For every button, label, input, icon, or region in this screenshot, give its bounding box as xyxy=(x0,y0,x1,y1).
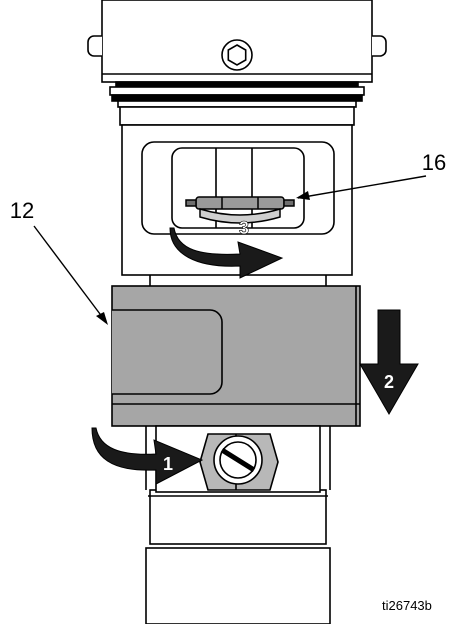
callout-16: 16 xyxy=(296,150,446,200)
flange-rings xyxy=(109,81,365,126)
rotate-arrow-1: 1 xyxy=(91,427,204,485)
sleeve xyxy=(111,285,361,427)
rotate-arrow-3: 3 xyxy=(169,218,284,279)
down-arrow-2: 2 xyxy=(359,309,419,415)
step-1-label: 1 xyxy=(163,454,173,474)
hex-socket-icon xyxy=(221,39,253,71)
figure-id: ti26743b xyxy=(382,598,432,613)
latch-clip xyxy=(185,196,295,224)
callout-12-label: 12 xyxy=(10,198,34,223)
callout-12: 12 xyxy=(10,198,108,325)
step-3-label: 3 xyxy=(239,218,249,238)
callout-16-label: 16 xyxy=(422,150,446,175)
step-2-label: 2 xyxy=(384,372,394,392)
hex-nut xyxy=(199,433,279,491)
